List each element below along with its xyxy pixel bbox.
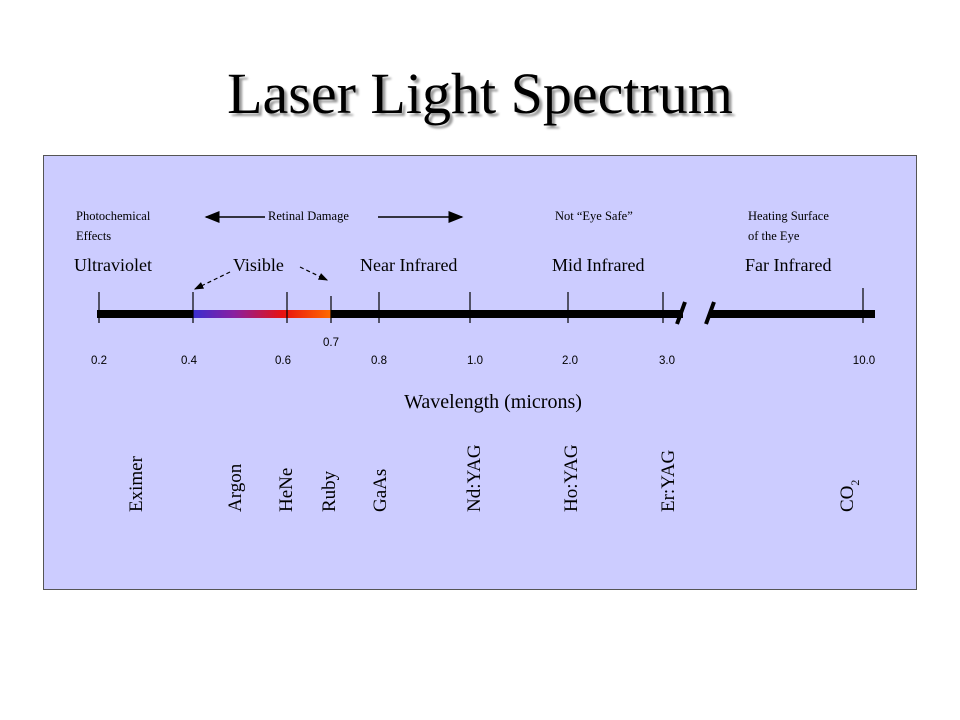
tick-label: 10.0 (853, 355, 875, 367)
tick-label: 3.0 (659, 355, 675, 367)
annotation-not-eye-safe: Not “Eye Safe” (555, 209, 633, 223)
annotation-of-the-eye: of the Eye (748, 229, 800, 243)
laser-gaas: GaAs (370, 469, 391, 512)
annotation-heating-surface: Heating Surface (748, 209, 829, 223)
laser-argon: Argon (225, 463, 246, 512)
tick-label: 1.0 (467, 355, 483, 367)
annotation-effects: Effects (76, 229, 111, 243)
tick-label: 2.0 (562, 355, 578, 367)
region-far-infrared: Far Infrared (745, 255, 831, 275)
visible-band (193, 310, 331, 318)
region-mid-infrared: Mid Infrared (552, 255, 644, 275)
tick-label: 0.4 (181, 355, 198, 367)
visible-arrow-left (193, 271, 231, 290)
laser-co2-text: CO (837, 486, 858, 512)
axis-break-left (675, 301, 687, 325)
annotation-photochemical: Photochemical (76, 209, 151, 223)
annotation-retinal-damage: Retinal Damage (268, 209, 349, 223)
visible-edge-label: 0.7 (323, 337, 339, 349)
region-near-infrared: Near Infrared (360, 255, 457, 275)
laser-co2-subscript: 2 (848, 480, 862, 486)
laser-er-yag: Er:YAG (658, 449, 679, 512)
laser-hene: HeNe (276, 468, 297, 512)
axis-label: Wavelength (microns) (404, 391, 582, 413)
spectrum-bar-left (97, 310, 683, 318)
laser-eximer: Eximer (126, 455, 147, 512)
region-ultraviolet: Ultraviolet (74, 255, 152, 275)
axis-break-right (704, 301, 716, 325)
spectrum-panel (43, 155, 917, 590)
tick-label: 0.6 (275, 355, 291, 367)
region-visible: Visible (233, 255, 284, 275)
tick-label: 0.8 (371, 355, 387, 367)
page-title: Laser Light Spectrum (227, 61, 733, 126)
tick-label: 0.2 (91, 355, 107, 367)
spectrum-bar-right (710, 310, 875, 318)
laser-ho-yag: Ho:YAG (561, 444, 582, 512)
laser-co2: CO2 (837, 480, 862, 512)
visible-arrow-right (299, 266, 329, 281)
laser-nd-yag: Nd:YAG (464, 444, 485, 512)
laser-ruby: Ruby (319, 470, 340, 512)
